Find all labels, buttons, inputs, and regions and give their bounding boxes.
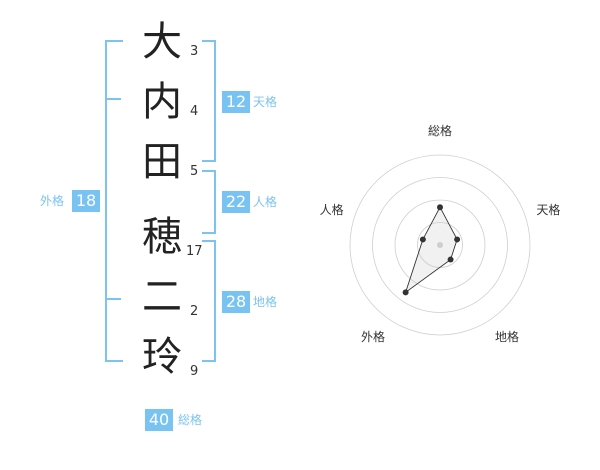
stroke-count-2: 4 — [190, 104, 199, 119]
name-char-2: 内 — [142, 79, 182, 125]
chikaku-label: 地格 — [253, 295, 278, 309]
radar-axis-label-2: 天格 — [536, 202, 560, 217]
soukaku-label: 総格 — [178, 413, 203, 427]
jinkaku-badge: 22 — [222, 191, 250, 213]
radar-point-2 — [454, 236, 461, 243]
radar-grid-ring-4 — [349, 154, 531, 336]
tenkaku-bracket — [202, 40, 216, 162]
name-char-1: 大 — [142, 19, 182, 65]
tenkaku-label: 天格 — [253, 95, 278, 109]
stroke-count-5: 2 — [190, 304, 199, 319]
stroke-count-4: 17 — [186, 244, 203, 259]
stroke-count-6: 9 — [190, 364, 199, 379]
gaikaku-tick-upper — [107, 98, 121, 100]
radar-point-4 — [402, 289, 409, 296]
stroke-count-1: 3 — [190, 44, 199, 59]
stroke-count-3: 5 — [190, 164, 199, 179]
radar-center-dot — [437, 242, 443, 248]
radar-point-3 — [447, 256, 454, 263]
radar-point-5 — [419, 236, 426, 243]
radar-grid-ring-2 — [394, 199, 486, 291]
gaikaku-bracket — [105, 40, 123, 362]
name-char-3: 田 — [142, 139, 182, 185]
gaikaku-label: 外格 — [40, 194, 65, 208]
name-char-6: 玲 — [142, 334, 182, 380]
radar-point-1 — [437, 204, 443, 211]
chikaku-bracket — [202, 240, 216, 362]
jinkaku-label: 人格 — [253, 195, 278, 209]
radar-series-polygon — [404, 206, 458, 294]
gaikaku-tick-lower — [107, 298, 121, 300]
chikaku-badge: 28 — [222, 291, 250, 313]
radar-axis-label-1: 総格 — [428, 123, 452, 138]
radar-grid-ring-3 — [372, 177, 508, 313]
name-char-5: 二 — [142, 274, 182, 320]
jinkaku-bracket — [202, 170, 216, 234]
radar-axis-label-4: 外格 — [361, 329, 385, 344]
soukaku-badge: 40 — [145, 409, 173, 431]
radar-axis-label-3: 地格 — [495, 329, 519, 344]
radar-axis-label-5: 人格 — [320, 202, 344, 217]
name-char-4: 穂 — [142, 214, 182, 260]
tenkaku-badge: 12 — [222, 91, 250, 113]
gaikaku-badge: 18 — [72, 190, 100, 212]
